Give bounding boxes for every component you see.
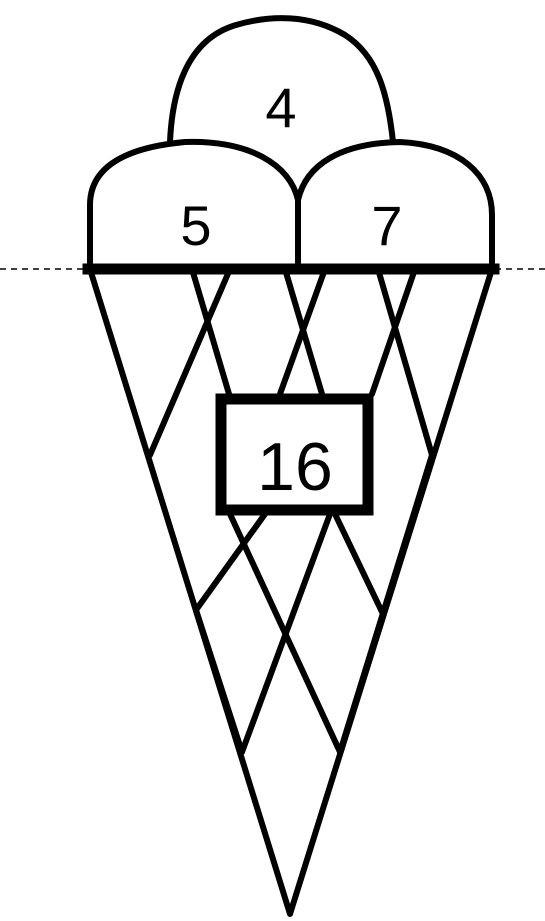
top-scoop-value: 4 [265, 76, 296, 139]
cone-box-value: 16 [257, 429, 333, 505]
left-scoop-value: 5 [180, 194, 211, 257]
right-scoop-value: 7 [371, 194, 402, 257]
